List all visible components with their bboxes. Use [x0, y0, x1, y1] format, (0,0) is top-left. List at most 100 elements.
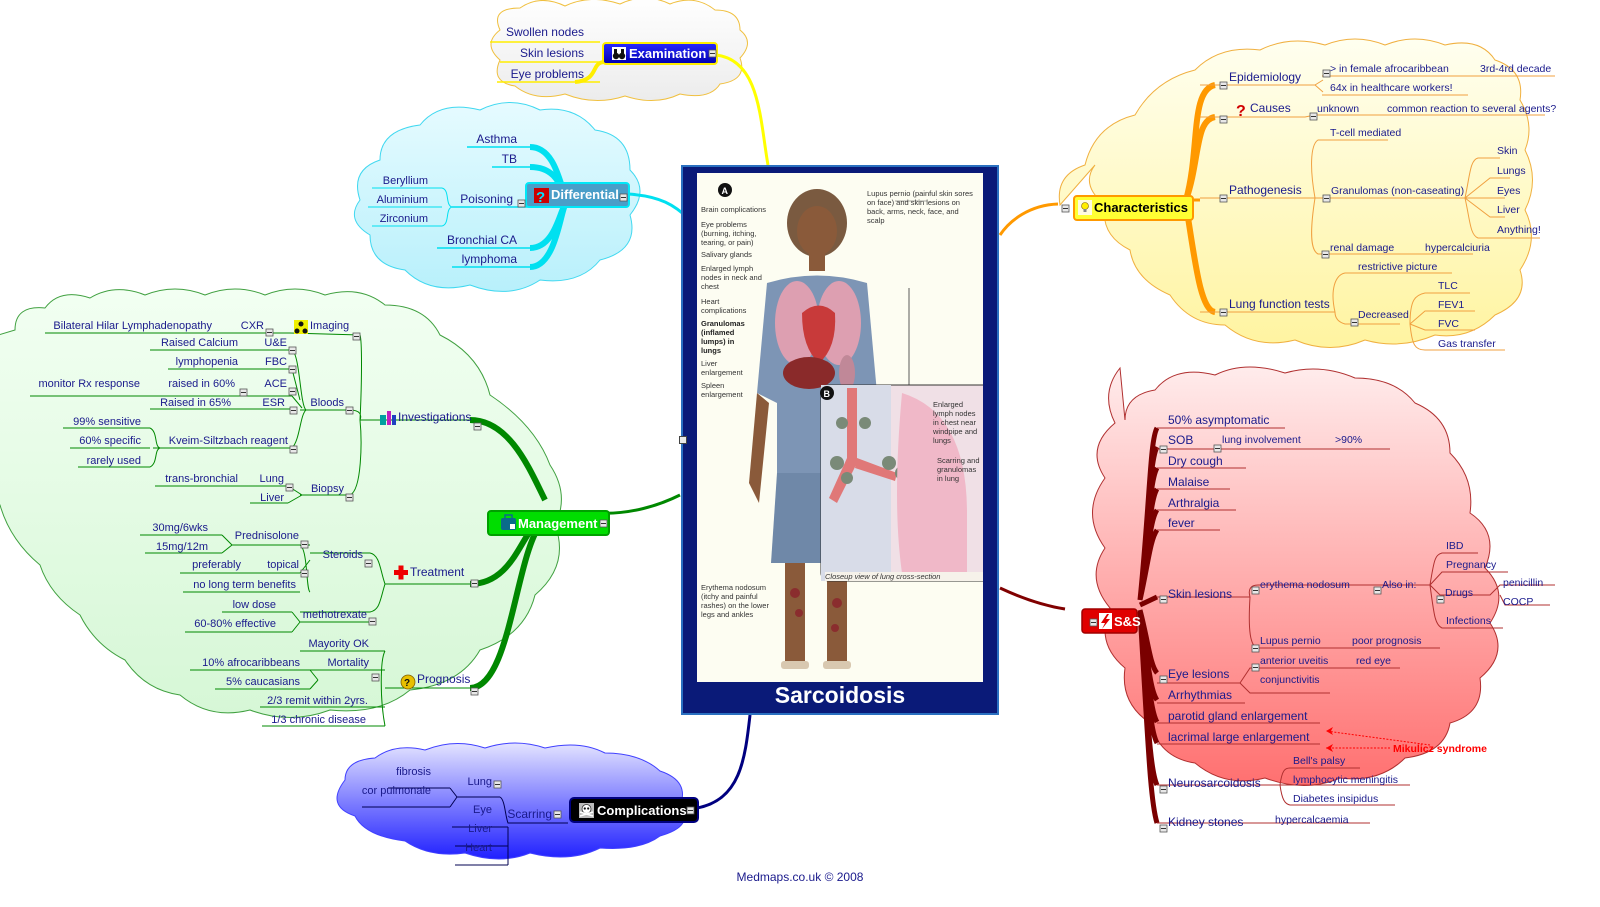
collapse-toggle[interactable] — [1436, 595, 1445, 604]
management-node[interactable] — [487, 510, 610, 536]
kveim-rare: rarely used — [87, 455, 141, 467]
collapse-toggle[interactable] — [239, 388, 248, 397]
chronic-label: 1/3 chronic disease — [271, 714, 366, 726]
path-granulomas: Granulomas (non-caseating) — [1331, 185, 1464, 197]
ss-fever: fever — [1168, 516, 1195, 530]
collapse-toggle[interactable] — [1159, 445, 1168, 454]
complications-node[interactable] — [569, 797, 699, 823]
diff-zirconium: Zirconium — [380, 213, 428, 225]
lft-fvc: FVC — [1438, 318, 1459, 330]
ue-label: U&E — [264, 337, 287, 349]
cxr-label: CXR — [241, 320, 264, 332]
collapse-toggle[interactable] — [289, 406, 298, 415]
collapse-toggle[interactable] — [1219, 81, 1228, 90]
treatment-label: Treatment — [410, 565, 465, 579]
bloods-label: Bloods — [310, 397, 344, 409]
label-inset-lymph: Enlarged lymph nodes in chest near windp… — [933, 400, 978, 445]
collapse-toggle[interactable] — [345, 406, 354, 415]
collapse-toggle[interactable] — [285, 483, 294, 492]
collapse-toggle[interactable] — [371, 673, 380, 682]
fbc-label: FBC — [265, 356, 287, 368]
exam-eye-problems: Eye problems — [511, 67, 584, 81]
mtx-low-dose: low dose — [233, 599, 276, 611]
collapse-toggle[interactable] — [1159, 675, 1168, 684]
collapse-toggle[interactable] — [300, 569, 309, 578]
collapse-toggle[interactable] — [1322, 194, 1331, 203]
differential-node[interactable] — [525, 182, 630, 208]
ss-sob: SOB — [1168, 433, 1193, 447]
diff-lymphoma: lymphoma — [462, 252, 518, 266]
svg-text:?: ? — [1236, 103, 1246, 120]
collapse-toggle[interactable] — [288, 346, 297, 355]
collapse-toggle[interactable] — [1321, 250, 1330, 259]
comp-cor-pulmonale: cor pulmonale — [362, 785, 431, 797]
preferably: preferably — [192, 559, 241, 571]
bhl-label: Bilateral Hilar Lymphadenopathy — [53, 320, 212, 332]
collapse-toggle[interactable] — [553, 810, 562, 819]
steroids-label: Steroids — [323, 549, 364, 561]
differential-cloud — [353, 102, 641, 292]
collapse-toggle[interactable] — [1373, 586, 1382, 595]
central-topic[interactable]: A B Brain complications Eye problems (bu… — [681, 165, 999, 715]
collapse-toggle[interactable] — [708, 49, 717, 58]
collapse-toggle[interactable] — [1213, 444, 1222, 453]
label-eye: Eye problems (burning, itching, tearing,… — [701, 220, 757, 247]
collapse-toggle[interactable] — [1219, 308, 1228, 317]
collapse-toggle[interactable] — [300, 540, 309, 549]
comp-lung: Lung — [468, 776, 492, 788]
collapse-toggle[interactable] — [1251, 644, 1260, 653]
imaging-label: Imaging — [310, 320, 349, 332]
characteristics-cloud — [1058, 38, 1533, 348]
collapse-toggle[interactable] — [1159, 785, 1168, 794]
question-icon: ? — [400, 674, 416, 690]
collapse-toggle[interactable] — [1219, 194, 1228, 203]
collapse-toggle[interactable] — [599, 519, 608, 528]
examination-node[interactable] — [602, 42, 718, 65]
collapse-toggle[interactable] — [345, 493, 354, 502]
ss-lymphocytic-meningitis: lymphocytic meningitis — [1293, 774, 1398, 786]
label-heart: Heart complications — [701, 297, 747, 315]
collapse-toggle[interactable] — [1219, 115, 1228, 124]
central-title: Sarcoidosis — [774, 682, 906, 708]
collapse-toggle[interactable] — [470, 687, 479, 696]
collapse-toggle[interactable] — [493, 780, 502, 789]
footer-credit: Medmaps.co.uk © 2008 — [736, 870, 864, 884]
collapse-toggle[interactable] — [289, 445, 298, 454]
medical-bag-icon — [501, 514, 516, 530]
collapse-toggle[interactable] — [265, 328, 274, 337]
collapse-toggle[interactable] — [679, 436, 687, 444]
collapse-toggle[interactable] — [1251, 586, 1260, 595]
collapse-toggle[interactable] — [686, 806, 695, 815]
collapse-toggle[interactable] — [1309, 112, 1318, 121]
ss-dry-cough: Dry cough — [1168, 454, 1223, 468]
collapse-toggle[interactable] — [1350, 318, 1359, 327]
collapse-toggle[interactable] — [1251, 663, 1260, 672]
collapse-toggle[interactable] — [1159, 595, 1168, 604]
collapse-toggle[interactable] — [1159, 824, 1168, 833]
causes-reaction: common reaction to several agents? — [1387, 103, 1556, 115]
collapse-toggle[interactable] — [517, 199, 526, 208]
epi-decade: 3rd-4rd decade — [1480, 63, 1551, 75]
collapse-toggle[interactable] — [368, 617, 377, 626]
collapse-toggle[interactable] — [288, 387, 297, 396]
collapse-toggle[interactable] — [1061, 204, 1070, 213]
collapse-toggle[interactable] — [1089, 618, 1098, 627]
collapse-toggle[interactable] — [352, 332, 361, 341]
collapse-toggle[interactable] — [619, 193, 628, 202]
biopsy-label: Biopsy — [311, 483, 345, 495]
lymphopenia: lymphopenia — [176, 356, 239, 368]
collapse-toggle[interactable] — [288, 365, 297, 374]
no-long-term: no long term benefits — [193, 579, 296, 591]
characteristics-node[interactable] — [1073, 195, 1194, 221]
management-branch: Management Investigations Imaging CXR Bi… — [30, 320, 610, 727]
collapse-toggle[interactable] — [364, 559, 373, 568]
remit-label: 2/3 remit within 2yrs. — [267, 695, 368, 707]
ss-lung-involvement: lung involvement — [1222, 434, 1301, 446]
epi-healthcare: 64x in healthcare workers! — [1330, 82, 1453, 94]
collapse-toggle[interactable] — [473, 422, 482, 431]
label-brain: Brain complications — [701, 205, 767, 214]
ss-erythema-nodosum: erythema nodosum — [1260, 579, 1350, 591]
collapse-toggle[interactable] — [470, 579, 479, 588]
path-hypercalciuria: hypercalciuria — [1425, 242, 1490, 254]
collapse-toggle[interactable] — [1322, 69, 1331, 78]
